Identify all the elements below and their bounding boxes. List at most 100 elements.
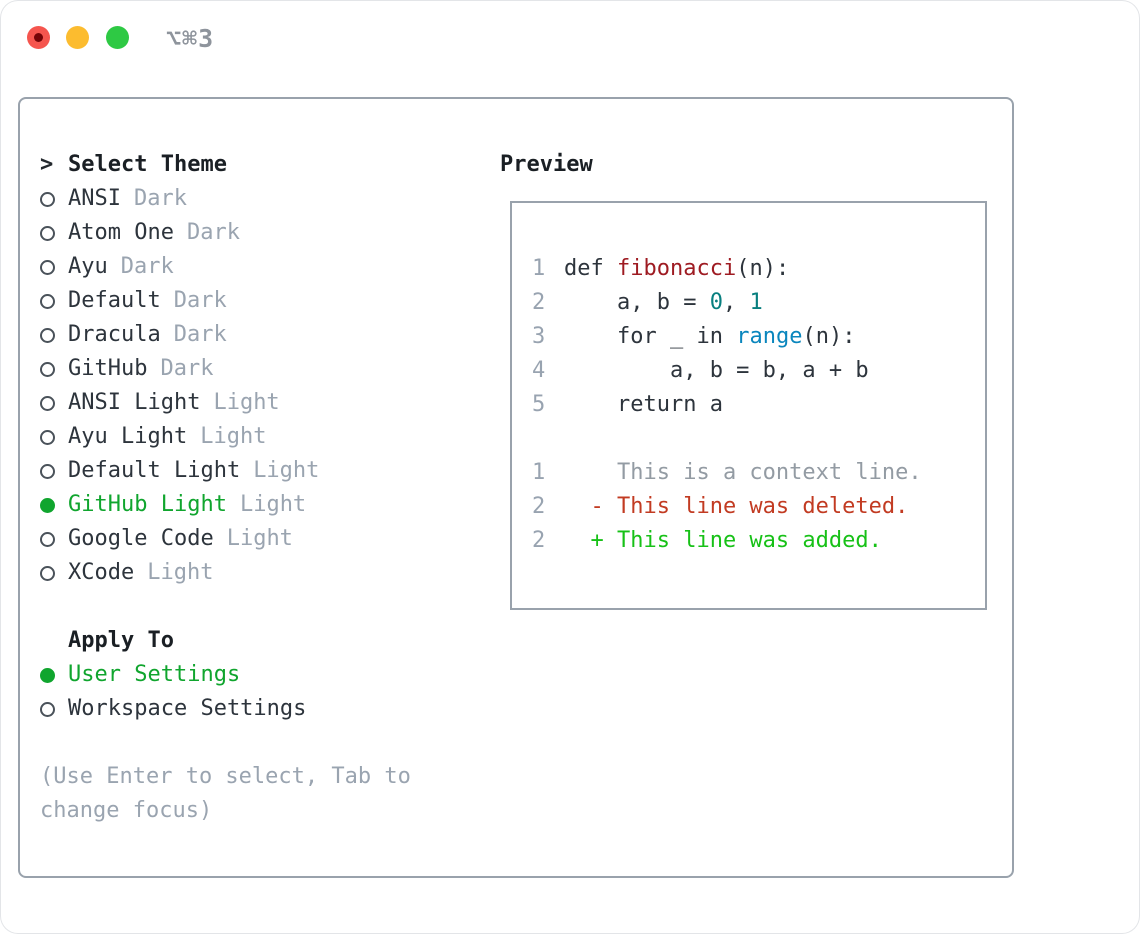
code-token-plain: , — [722, 290, 750, 315]
radio-icon — [40, 497, 55, 513]
radio-icon — [40, 191, 55, 207]
theme-name: Ayu Light — [68, 424, 188, 449]
theme-option[interactable]: XCode Light — [40, 556, 480, 590]
code-token-title: fibonacci — [616, 256, 737, 281]
apply-option[interactable]: User Settings — [40, 658, 480, 692]
radio-icon — [40, 565, 55, 581]
radio-cell — [40, 327, 68, 343]
theme-name: ANSI Light — [68, 390, 201, 415]
code-token-plain: (n): — [736, 256, 790, 281]
section-gap — [40, 590, 480, 624]
theme-name: Google Code — [68, 526, 214, 551]
blank-line — [532, 422, 985, 456]
code-token-plain: _ — [656, 324, 697, 349]
diff-line: 2 + This line was added. — [532, 524, 985, 558]
apply-option[interactable]: Workspace Settings — [40, 692, 480, 726]
radio-cell — [40, 463, 68, 479]
theme-name: GitHub — [68, 356, 148, 381]
radio-cell — [40, 667, 68, 683]
radio-icon — [40, 259, 55, 275]
theme-option[interactable]: GitHub Dark — [40, 352, 480, 386]
close-button[interactable] — [27, 26, 50, 49]
radio-cell — [40, 293, 68, 309]
code-token-keyword: for — [616, 324, 657, 349]
radio-cell — [40, 259, 68, 275]
radio-icon — [40, 327, 55, 343]
radio-icon — [40, 463, 55, 479]
theme-variant: Light — [226, 526, 293, 551]
theme-variant: Light — [147, 560, 214, 585]
radio-cell — [40, 361, 68, 377]
theme-name: Ayu — [68, 254, 108, 279]
code-token-plain: a — [696, 392, 723, 417]
diff-line: 1 This is a context line. — [532, 456, 985, 490]
code-line: 5 return a — [532, 388, 985, 422]
theme-variant: Dark — [120, 254, 174, 279]
code-token-plain — [723, 320, 736, 354]
code-line: 3 for _ in range(n): — [532, 320, 985, 354]
code-token-plain: a, b = b, a + b — [564, 358, 869, 383]
diff-text-deleted: - This line was deleted. — [564, 494, 909, 519]
diff-text-added: + This line was added. — [564, 528, 882, 553]
line-number: 5 — [532, 392, 546, 417]
apply-to-title: Apply To — [68, 628, 174, 653]
radio-cell — [40, 191, 68, 207]
theme-option[interactable]: Google Code Light — [40, 522, 480, 556]
line-number: 1 — [532, 256, 546, 281]
theme-name: Default Light — [68, 458, 241, 483]
theme-variant: Dark — [173, 322, 227, 347]
radio-icon — [40, 667, 55, 683]
code-token-plain: a, b = — [564, 290, 710, 315]
theme-variant: Light — [239, 492, 307, 517]
theme-option[interactable]: Atom One Dark — [40, 216, 480, 250]
radio-cell — [40, 565, 68, 581]
zoom-button[interactable] — [106, 26, 129, 49]
code-token-plain: (n): — [802, 324, 856, 349]
theme-variant: Dark — [133, 186, 187, 211]
code-line: 1 def fibonacci(n): — [532, 252, 985, 286]
code-token-builtin: range — [736, 324, 803, 349]
select-theme-header: > Select Theme — [40, 148, 480, 182]
theme-variant: Dark — [160, 356, 214, 381]
apply-option-label: Workspace Settings — [68, 696, 307, 721]
theme-variant: Dark — [186, 220, 240, 245]
code-line: 4 a, b = b, a + b — [532, 354, 985, 388]
titlebar: ⌥⌘3 — [0, 0, 1140, 74]
code-token-keyword: in — [696, 324, 723, 349]
line-number: 2 — [532, 528, 546, 553]
code-line: 2 a, b = 0, 1 — [532, 286, 985, 320]
preview-title: Preview — [500, 152, 593, 177]
radio-cell — [40, 701, 68, 717]
theme-option[interactable]: ANSI Dark — [40, 182, 480, 216]
minimize-button[interactable] — [66, 26, 89, 49]
code-token-keyword: def — [564, 256, 617, 281]
line-number: 2 — [532, 494, 546, 519]
theme-name: XCode — [68, 560, 135, 585]
theme-name: ANSI — [68, 186, 121, 211]
code-token-plain — [564, 388, 617, 422]
radio-icon — [40, 531, 55, 547]
close-button-dot-icon — [34, 33, 43, 42]
line-number: 2 — [532, 290, 546, 315]
code-token-plain — [564, 320, 617, 354]
code-token-keyword: return — [616, 392, 697, 417]
theme-option[interactable]: Ayu Dark — [40, 250, 480, 284]
radio-cell — [40, 497, 68, 513]
theme-name: Atom One — [68, 220, 174, 245]
radio-cell — [40, 429, 68, 445]
line-number: 3 — [532, 324, 546, 349]
line-number: 4 — [532, 358, 546, 383]
radio-icon — [40, 395, 55, 411]
